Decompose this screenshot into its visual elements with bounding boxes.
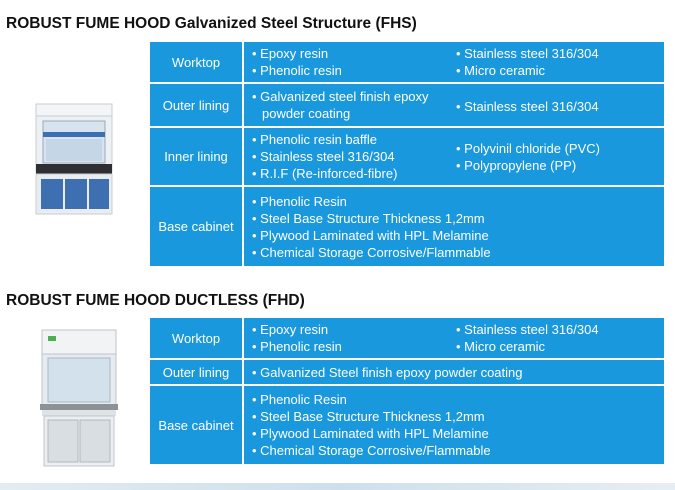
list-item: • Plywood Laminated with HPL Melamine (252, 426, 489, 441)
list-item: • Micro ceramic (456, 339, 546, 354)
row-label: Base cabinet (150, 187, 242, 266)
list-item: • Galvanized Steel finish epoxy powder c… (252, 364, 523, 380)
list-item: • Epoxy resin (252, 322, 329, 337)
list-item: • Phenolic resin (252, 63, 342, 78)
list-item: • Chemical Storage Corrosive/Flammable (252, 244, 491, 260)
table-row: Base cabinet • Phenolic Resin • Steel Ba… (150, 187, 664, 266)
list-item: powder coating (262, 106, 351, 121)
fhd-spec-table: Worktop • Epoxy resin • Phenolic resin •… (150, 318, 664, 464)
table-row: Inner lining • Phenolic resin baffle • S… (150, 128, 664, 185)
list-item: • Stainless steel 316/304 (456, 46, 599, 61)
list-item: • Epoxy resin (252, 46, 329, 61)
row-content: • Phenolic Resin • Steel Base Structure … (244, 386, 664, 464)
list-item: • Chemical Storage Corrosive/Flammable (252, 443, 491, 458)
list-item: • Plywood Laminated with HPL Melamine (252, 227, 489, 243)
row-content: • Phenolic resin baffle • Stainless stee… (244, 128, 664, 185)
list-item: • Steel Base Structure Thickness 1,2mm (252, 210, 485, 226)
fume-hood-ductless-fhd-image (40, 329, 118, 467)
fume-hood-fhs-image (35, 103, 113, 215)
list-item: • Galvanized steel finish epoxy (252, 89, 429, 104)
row-label: Worktop (150, 318, 242, 358)
row-label: Worktop (150, 42, 242, 82)
fhs-title: ROBUST FUME HOOD Galvanized Steel Struct… (6, 15, 417, 32)
table-row: Base cabinet • Phenolic Resin • Steel Ba… (150, 386, 664, 464)
fhd-title: ROBUST FUME HOOD DUCTLESS (FHD) (6, 292, 305, 309)
list-item: • Phenolic resin (252, 339, 342, 354)
row-content: • Galvanized Steel finish epoxy powder c… (244, 360, 664, 384)
table-row: Worktop • Epoxy resin • Phenolic resin •… (150, 318, 664, 358)
list-item: • Stainless steel 316/304 (456, 98, 599, 114)
row-content: • Epoxy resin • Phenolic resin • Stainle… (244, 42, 664, 82)
table-row: Outer lining • Galvanized Steel finish e… (150, 360, 664, 384)
row-label: Base cabinet (150, 386, 242, 464)
row-content: • Epoxy resin • Phenolic resin • Stainle… (244, 318, 664, 358)
row-label: Outer lining (150, 360, 242, 384)
fhs-spec-table: Worktop • Epoxy resin • Phenolic resin •… (150, 42, 664, 266)
row-label: Outer lining (150, 84, 242, 126)
list-item: • Polypropylene (PP) (456, 157, 577, 173)
bottom-decorative-strip (0, 483, 675, 490)
row-content: • Phenolic Resin • Steel Base Structure … (244, 187, 664, 266)
list-item: • R.I.F (Re-inforced-fibre) (252, 166, 398, 181)
list-item: • Polyvinil chloride (PVC) (456, 140, 600, 156)
list-item: • Micro ceramic (456, 63, 546, 78)
table-row: Worktop • Epoxy resin • Phenolic resin •… (150, 42, 664, 82)
list-item: • Phenolic resin baffle (252, 132, 377, 147)
row-content: • Galvanized steel finish epoxy powder c… (244, 84, 664, 126)
row-label: Inner lining (150, 128, 242, 185)
list-item: • Phenolic Resin (252, 193, 347, 209)
list-item: • Stainless steel 316/304 (252, 149, 395, 164)
table-row: Outer lining • Galvanized steel finish e… (150, 84, 664, 126)
list-item: • Stainless steel 316/304 (456, 322, 599, 337)
list-item: • Steel Base Structure Thickness 1,2mm (252, 409, 485, 424)
list-item: • Phenolic Resin (252, 392, 347, 407)
